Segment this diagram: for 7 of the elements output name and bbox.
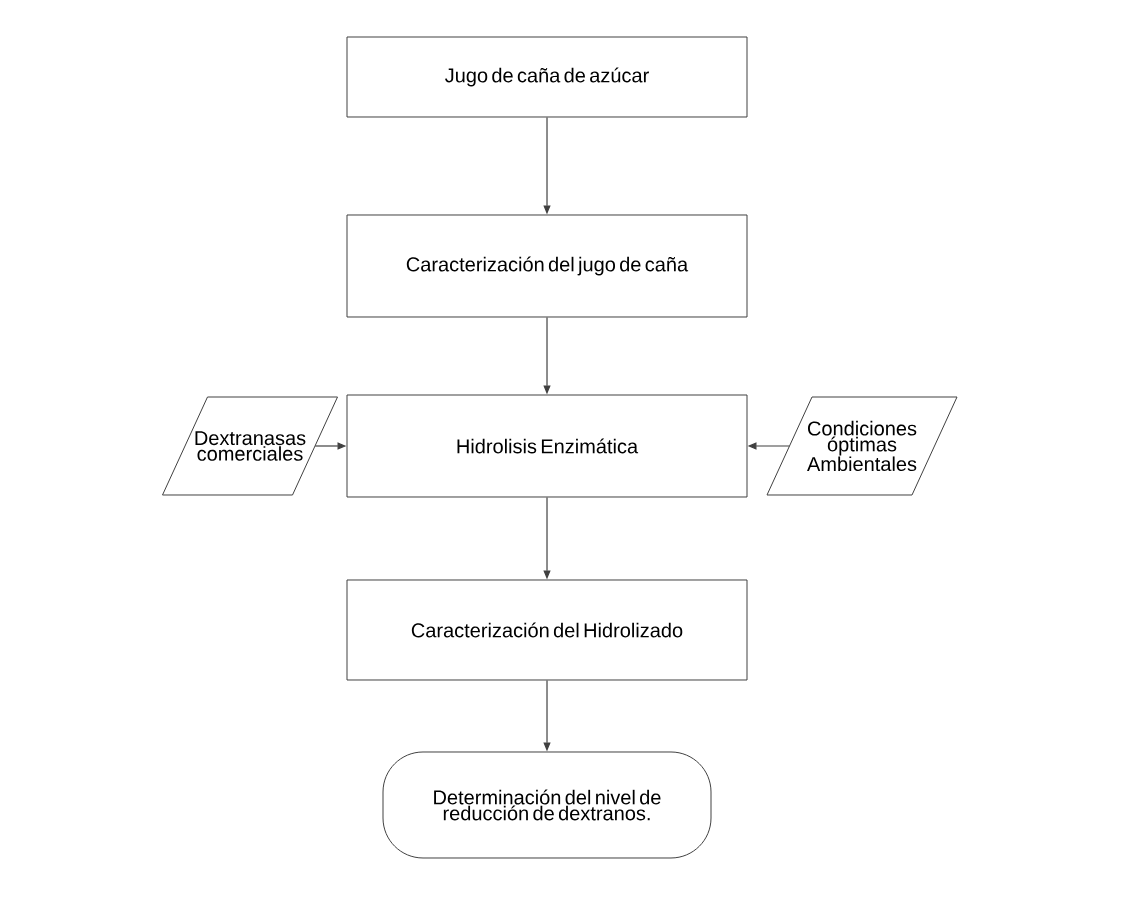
input-parallelogram: Dextranasas comerciales xyxy=(162,396,338,496)
process-box: Caracterización del Hidrolizado xyxy=(346,579,748,681)
terminal-box: Determinación del nivel de reducción de dextranos. xyxy=(382,751,712,859)
process-box: Hidrolisis Enzimática xyxy=(346,394,748,498)
input-parallelogram: Condiciones óptimas Ambientales xyxy=(766,396,958,496)
process-box: Jugo de caña de azúcar xyxy=(346,36,748,118)
process-box: Caracterización del jugo de caña xyxy=(346,214,748,318)
